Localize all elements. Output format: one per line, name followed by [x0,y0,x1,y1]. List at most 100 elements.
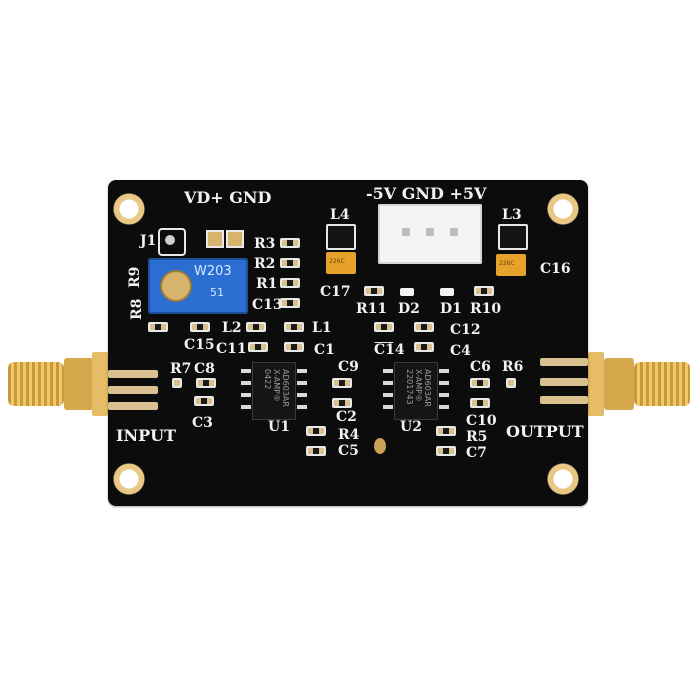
capacitor-C9 [332,378,352,388]
ref-C14-label: C14 [374,342,405,358]
mounting-hole-bottom-left [112,462,146,496]
u1-marking-1: AD603AR [281,369,290,407]
pot-knob [160,270,192,302]
ref-C3: C3 [192,415,213,431]
ref-R8: R8 [129,298,145,320]
capacitor-C8 [196,378,216,388]
capacitor-C5-a [306,446,326,456]
ref-R6: R6 [502,359,524,375]
ref-L1: L1 [312,320,332,336]
vd-gnd-label: VD+ GND [184,188,272,207]
ref-R9: R9 [127,266,143,288]
ref-C12: C12 [450,322,481,338]
ref-C8: C8 [194,361,215,377]
resistor-R6 [506,378,516,388]
ref-C4: C4 [450,343,471,359]
ref-R1: R1 [256,276,278,292]
vd-pad [206,230,224,248]
capacitor-C15-a [190,322,210,332]
ref-C13: C13 [252,297,283,313]
tantalum-C16: 226C [496,254,526,276]
capacitor-C7-a [436,446,456,456]
ref-R11: R11 [356,301,388,317]
mounting-hole-top-left [112,192,146,226]
capacitor-C6 [470,378,490,388]
resistor-R11 [364,286,384,296]
j1-header [158,228,186,256]
output-label: OUTPUT [506,422,584,441]
ref-C1: C1 [314,342,335,358]
led-D1 [440,288,454,296]
capacitor-C2-a [332,398,352,408]
ref-D1: D1 [440,301,462,317]
header-pin-1 [402,228,410,236]
ref-R3: R3 [254,236,276,252]
resistor-R4-a [306,426,326,436]
capacitor-C10-a [470,398,490,408]
input-label: INPUT [116,426,176,445]
output-pin-mid [540,378,588,386]
ref-R7: R7 [170,361,192,377]
gnd-pad [226,230,244,248]
header-pin-2 [426,228,434,236]
resistor-R7 [172,378,182,388]
output-pin-top [540,358,588,366]
ref-C5: C5 [338,443,359,459]
chip-U2: AD603AR X-AMP® 2201743 [383,362,449,420]
resistor-R3 [280,238,300,248]
u1-marking-2: X-AMP® [272,369,282,402]
resistor-R5-a [436,426,456,436]
ref-C16: C16 [540,261,571,277]
input-pin-mid [108,386,158,394]
chip-U1: AD603AR X-AMP® 0422 [241,362,307,420]
capacitor-C12 [414,322,434,332]
ref-D2: D2 [398,301,420,317]
u2-marking-1: AD603AR [423,369,432,407]
ref-C2: C2 [336,409,357,425]
power-supply-label: -5V GND +5V [366,184,487,203]
mounting-hole-bottom-right [546,462,580,496]
inductor-L4 [326,224,356,250]
ref-U1: U1 [268,419,290,435]
pot-marking-2: 51 [210,286,224,299]
resistor-R2 [280,258,300,268]
tantalum-C17-marking: 226C [329,258,345,265]
input-pin-bottom [108,402,158,410]
output-pin-bottom [540,396,588,404]
ref-C11: C11 [216,341,247,357]
header-pin-3 [450,228,458,236]
mounting-hole-top-right [546,192,580,226]
ref-J1: J1 [140,233,157,249]
resistor-R8 [148,322,168,332]
center-via [374,438,386,454]
ref-C7: C7 [466,445,487,461]
input-pin-top [108,370,158,378]
capacitor-C1-part [284,342,304,352]
led-D2 [400,288,414,296]
ref-R10: R10 [470,301,502,317]
u2-marking-3: 2201743 [405,369,415,405]
ref-U2: U2 [400,419,422,435]
inductor-L1 [284,322,304,332]
ref-R5: R5 [466,429,488,445]
power-header-connector [378,204,482,264]
ref-R4: R4 [338,427,360,443]
capacitor-C13 [280,298,300,308]
u2-marking-2: X-AMP® [414,369,424,402]
ref-L4: L4 [330,207,350,223]
ref-R2: R2 [254,256,276,272]
ref-C17: C17 [320,284,351,300]
capacitor-C11 [248,342,268,352]
pot-marking: W203 [194,264,232,279]
ref-C10: C10 [466,413,497,429]
tantalum-C16-marking: 226C [499,260,515,267]
trim-potentiometer: W203 51 [148,258,248,314]
capacitor-C12-a [374,322,394,332]
capacitor-C4 [414,342,434,352]
inductor-L2 [246,322,266,332]
inductor-L3 [498,224,528,250]
resistor-R10 [474,286,494,296]
u1-marking-3: 0422 [263,369,273,390]
ref-L3: L3 [502,207,522,223]
ref-C9: C9 [338,359,359,375]
